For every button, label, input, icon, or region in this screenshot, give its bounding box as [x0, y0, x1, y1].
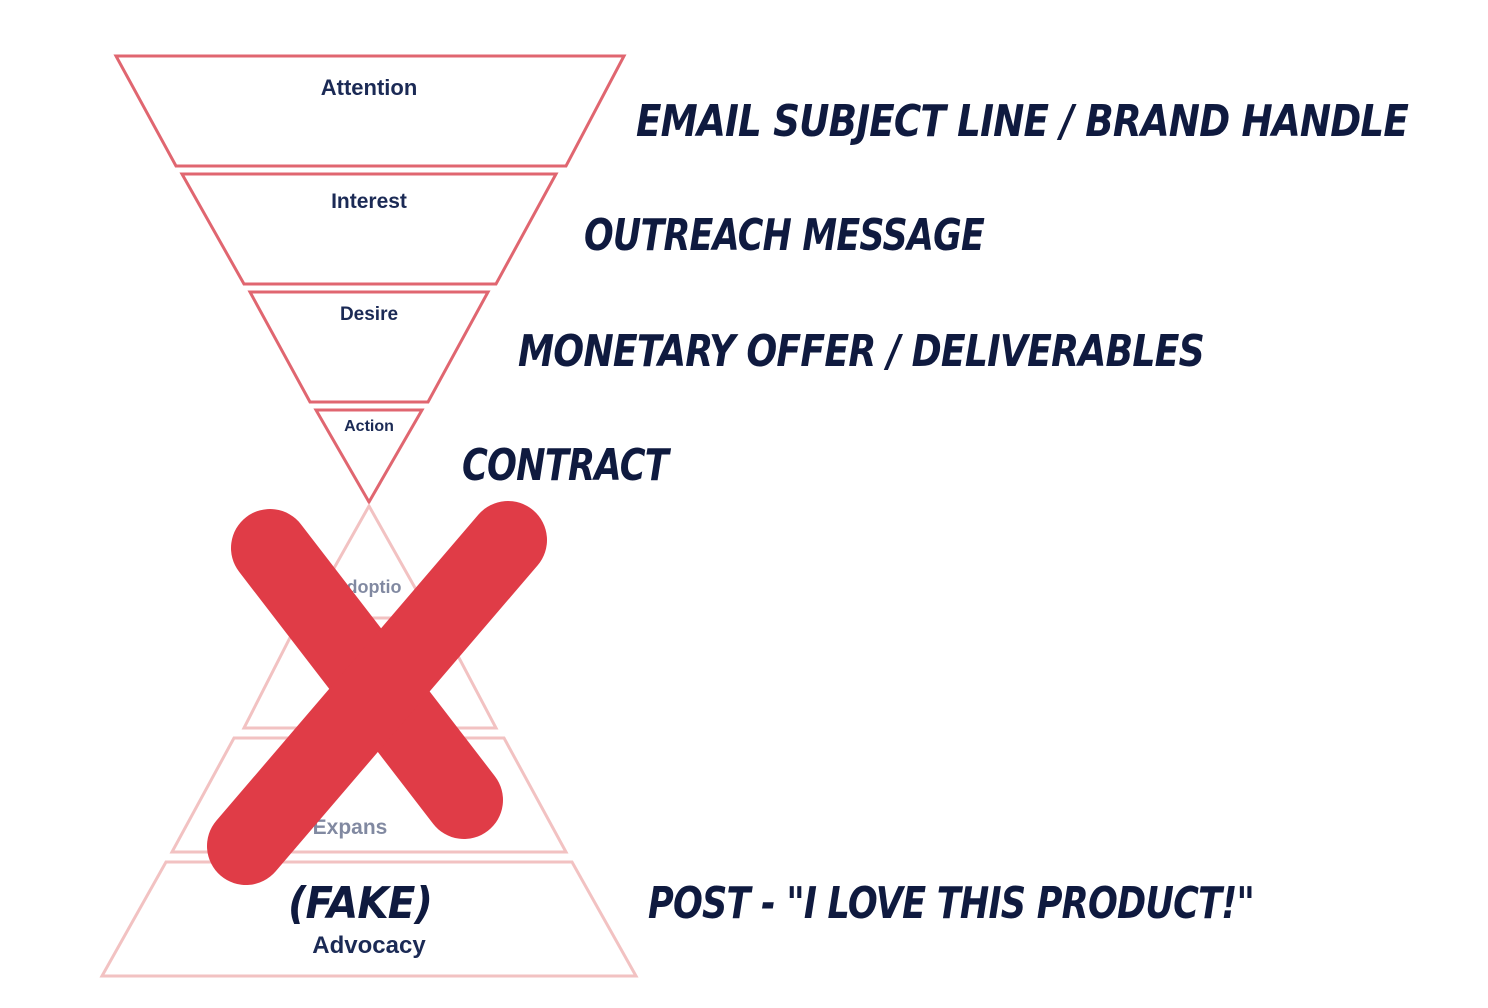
- funnel-label-attention: Attention: [321, 75, 418, 100]
- x-mark-icon: [207, 501, 547, 885]
- annotation-fake: (FAKE): [288, 878, 432, 929]
- funnel-label-desire: Desire: [340, 304, 398, 325]
- annotation-desire: MONETARY OFFER / DELIVERABLES: [518, 326, 1204, 377]
- annotation-interest: OUTREACH MESSAGE: [584, 210, 985, 261]
- annotation-attention: EMAIL SUBJECT LINE / BRAND HANDLE: [636, 96, 1409, 147]
- bowtie-stage-advocacy: [99, 860, 639, 978]
- funnel-stage-attention: [113, 54, 627, 168]
- annotation-action: CONTRACT: [462, 440, 671, 491]
- bowtie-label-expansion: Expans: [313, 816, 388, 839]
- funnel-stage-action: [313, 408, 425, 506]
- bowtie-label-advocacy: Advocacy: [312, 932, 426, 959]
- funnel-label-interest: Interest: [331, 190, 407, 213]
- funnel-label-action: Action: [344, 418, 394, 435]
- annotation-advocacy: POST - "I LOVE THIS PRODUCT!": [648, 878, 1254, 929]
- bowtie-label-adoption: doptio: [347, 577, 402, 597]
- funnel-stage-interest: [179, 172, 559, 286]
- funnel: Attention Interest Desire Action: [113, 54, 627, 506]
- funnel-stage-desire: [247, 290, 491, 404]
